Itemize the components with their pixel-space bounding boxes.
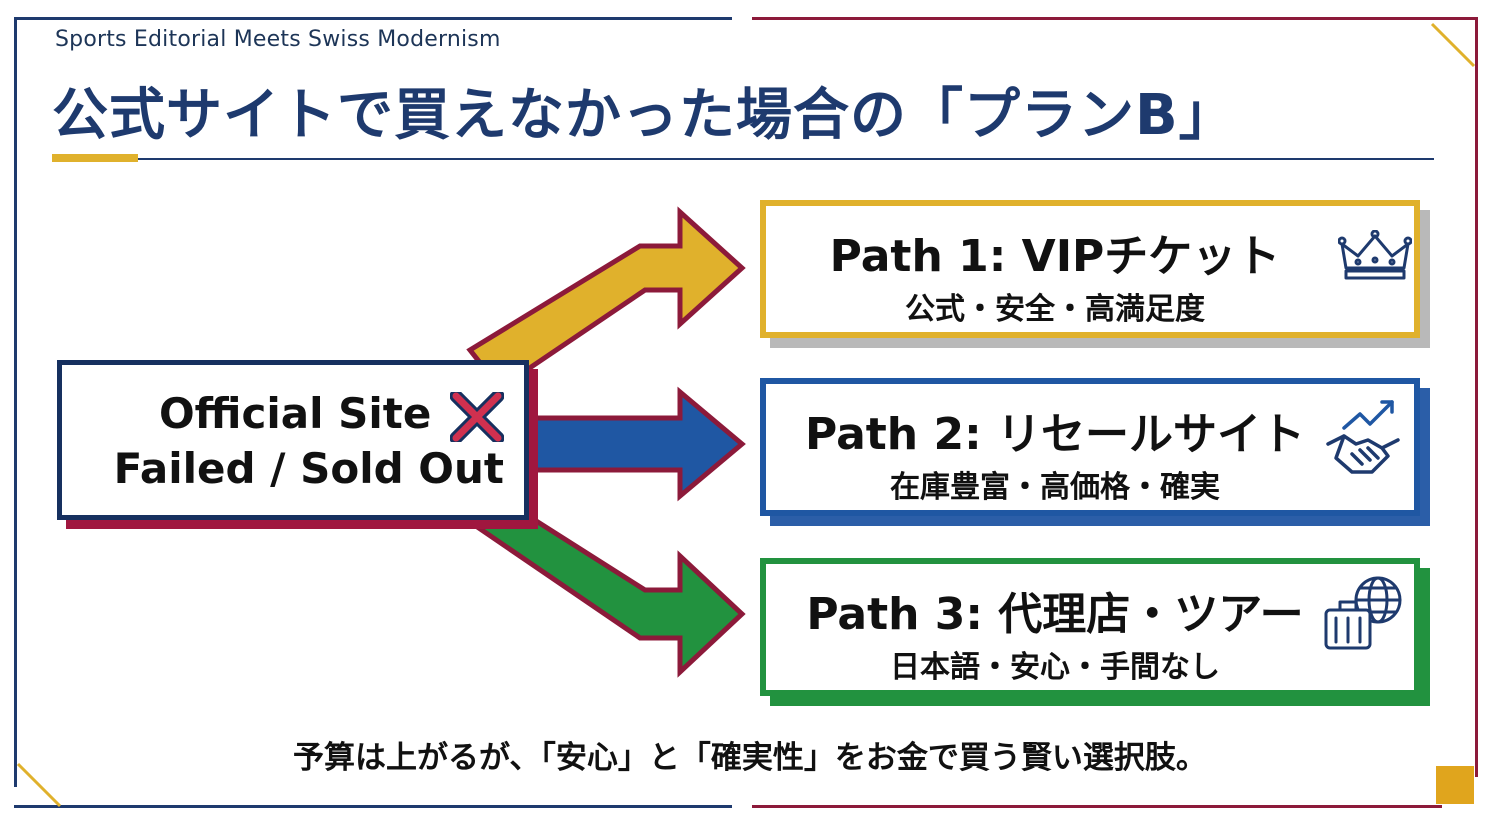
frame-top-right-line [752,17,1478,20]
path-3-subtitle: 日本語・安心・手間なし [890,650,1220,685]
crown-icon [1338,230,1412,280]
frame-right-line [1475,17,1478,777]
source-line-2: Failed / Sold Out [113,443,504,493]
title-underline-accent [52,154,138,162]
frame-bottom-left-line [14,805,732,808]
frame-bottom-right-line [752,805,1442,808]
frame-top-left-line [14,17,732,20]
source-box: Official Site Failed / Sold Out [57,360,529,520]
footer-message: 予算は上がるが、「安心」と「確実性」をお金で買う賢い選択肢。 [293,740,1207,776]
path-3-title: Path 3: 代理店・ツアー [806,589,1304,640]
page-title: 公式サイトで買えなかった場合の「プランB」 [52,83,1236,148]
path-2-title: Path 2: リセールサイト [805,409,1305,460]
path-card-1: Path 1: VIPチケット 公式・安全・高満足度 [760,200,1420,338]
arrow-green [465,494,746,678]
corner-accent-bottom-left [16,762,62,808]
kicker-text: Sports Editorial Meets Swiss Modernism [55,27,501,52]
title-underline [52,158,1434,160]
path-1-title: Path 1: VIPチケット [829,231,1281,282]
x-mark-icon [450,391,504,442]
source-label: Official Site Failed / Sold Out [114,387,504,496]
handshake-trend-icon [1326,400,1400,474]
arrow-gold [466,206,746,392]
path-1-subtitle: 公式・安全・高満足度 [905,292,1205,327]
corner-square-bottom-right [1436,766,1474,804]
path-2-subtitle: 在庫豊富・高価格・確実 [890,470,1220,505]
corner-accent-top-right [1430,22,1476,68]
source-line-1: Official Site [158,389,432,438]
globe-suitcase-icon [1324,576,1402,650]
frame-left-line [14,17,17,787]
path-card-3: Path 3: 代理店・ツアー 日本語・安心・手間なし [760,558,1420,696]
path-card-2: Path 2: リセールサイト 在庫豊富・高価格・確実 [760,378,1420,516]
arrow-blue [517,386,746,502]
